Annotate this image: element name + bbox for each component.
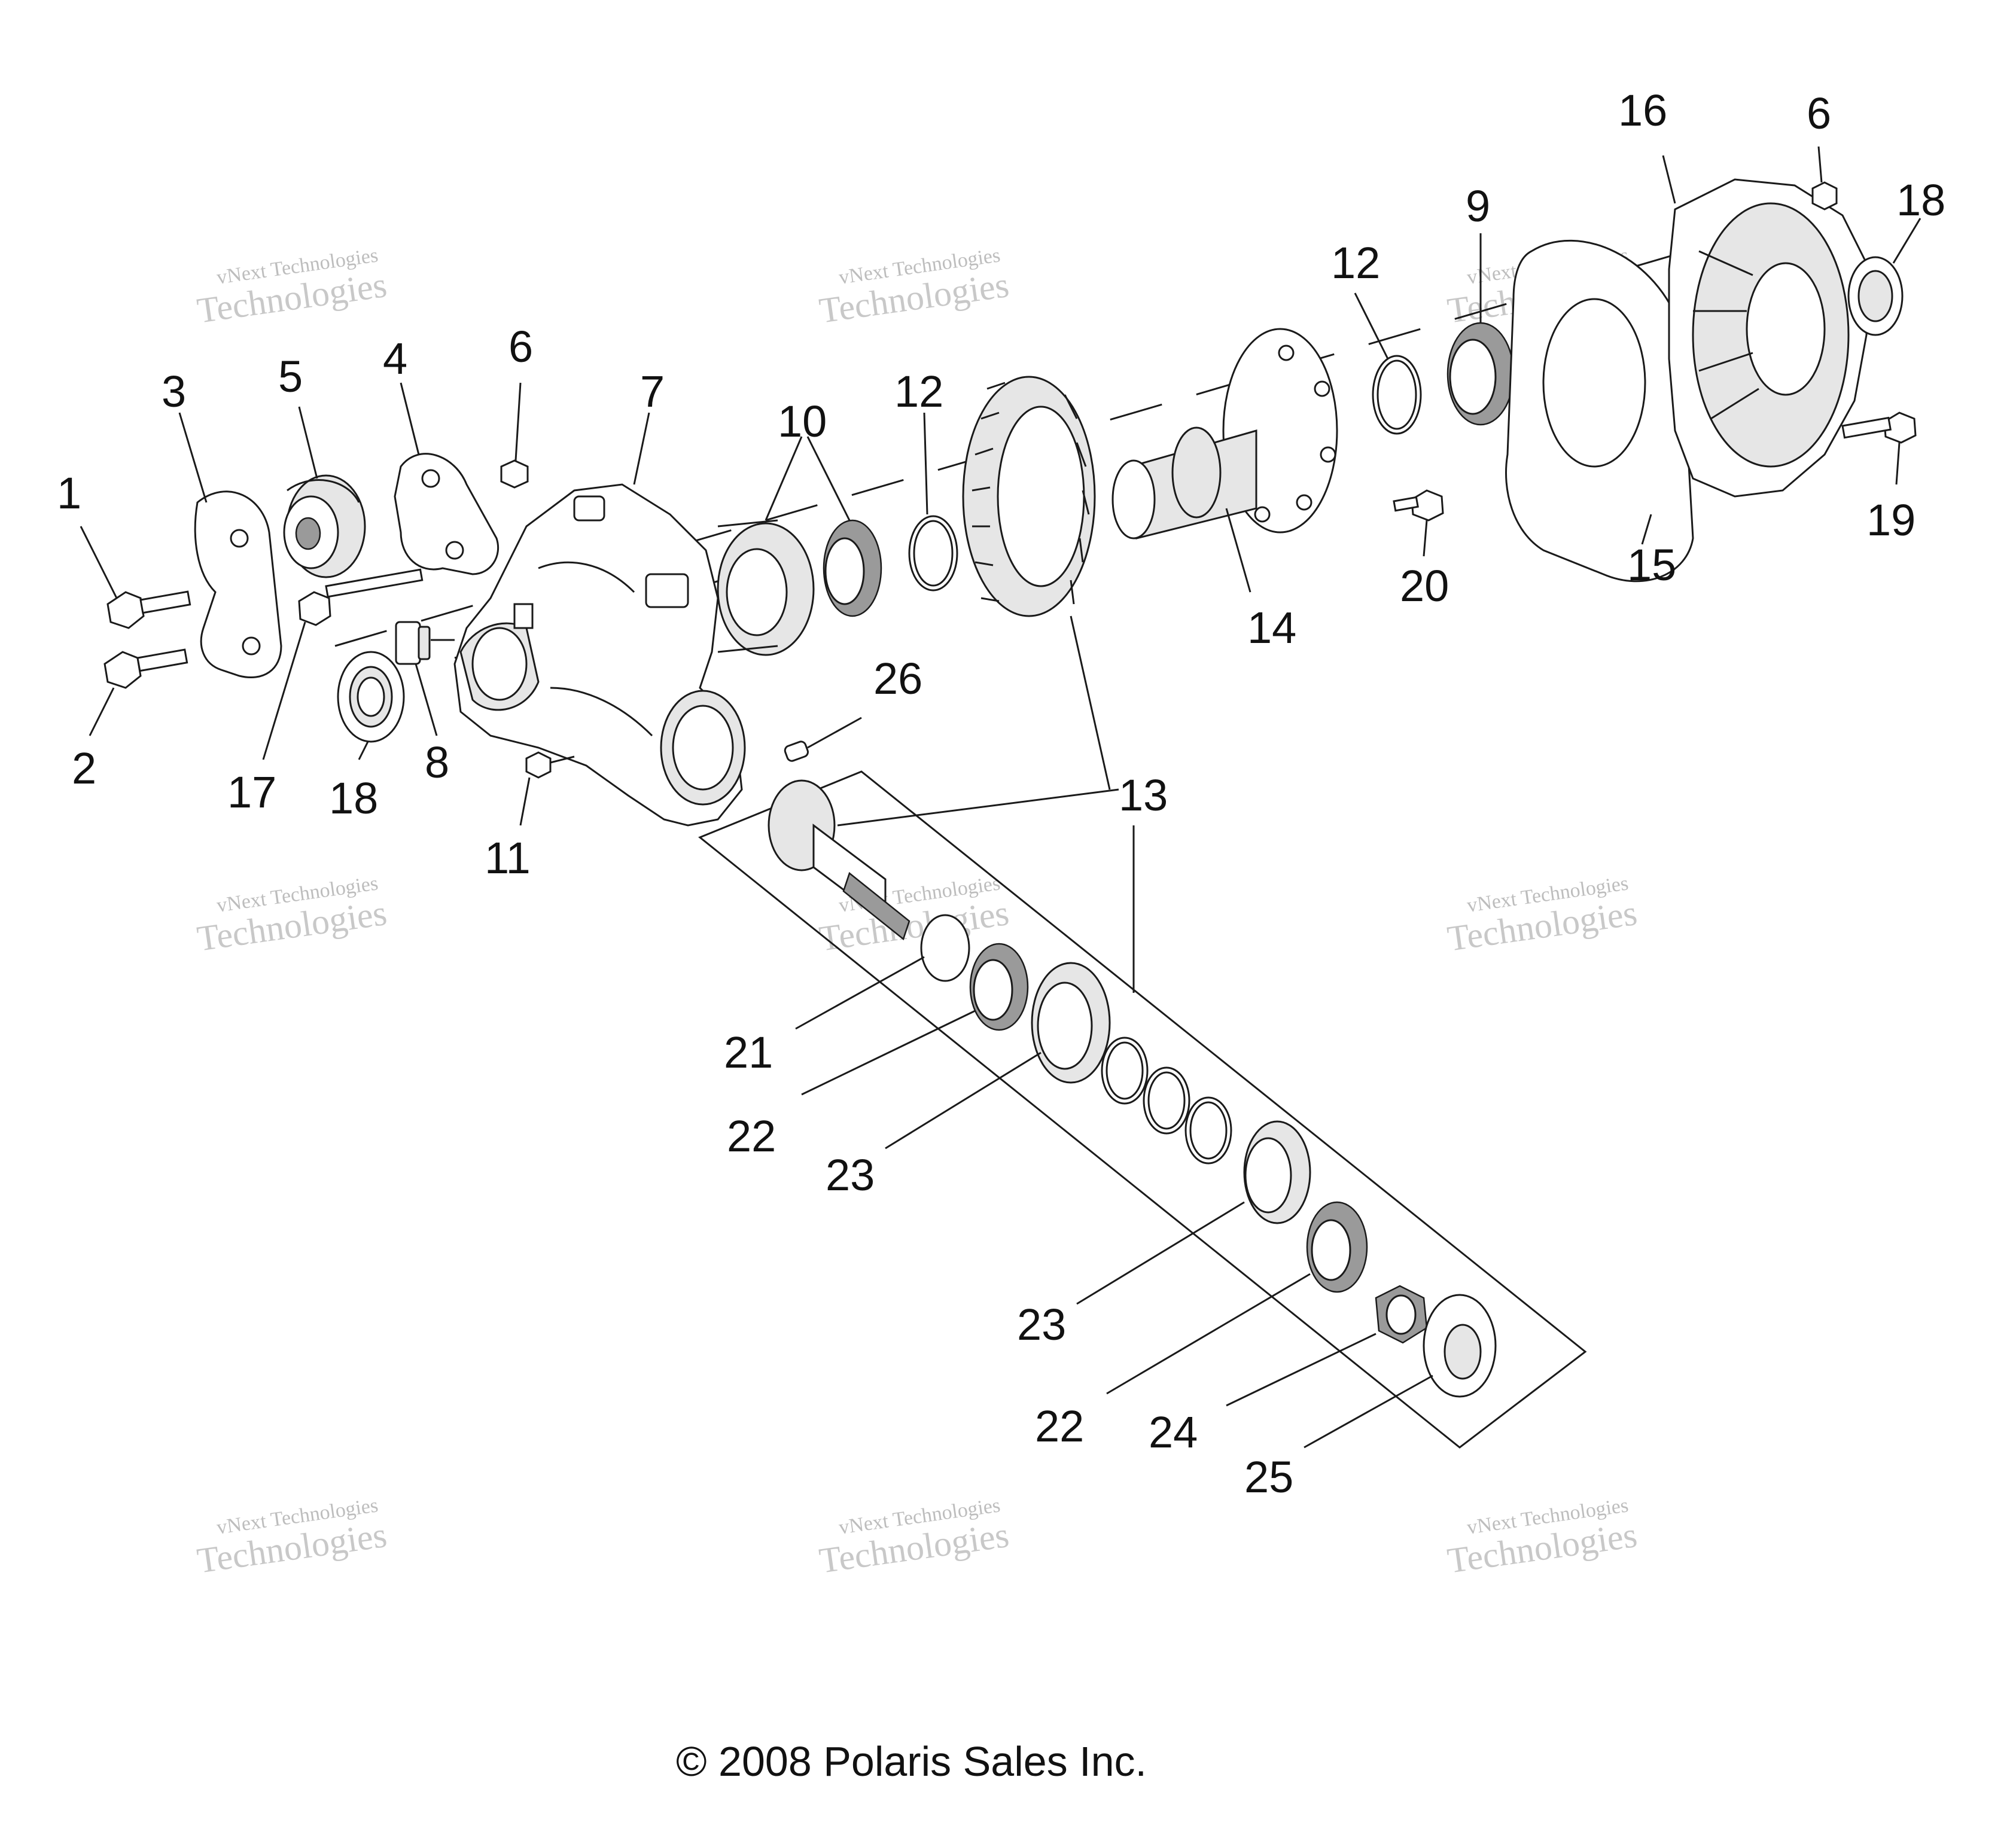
label-1: 1 [57,468,81,518]
part-6-nut-right [1811,146,1838,211]
pinion-shim-rings [1101,1037,1232,1165]
label-21: 21 [724,1028,773,1077]
part-18-seal-right [1847,218,1921,336]
part-18-seal-left [337,651,405,760]
part-23-cup-lower [1076,1120,1311,1305]
label-22-upper: 22 [727,1111,776,1161]
part-5-mount [283,406,366,578]
label-20: 20 [1400,561,1449,611]
part-10-bearing [717,436,882,656]
part-20-bolt [1393,489,1444,557]
part-13-ring-gear [962,376,1111,790]
part-4-bracket [394,382,500,575]
label-18-right: 18 [1896,175,1945,225]
part-15-gasket [1505,239,1694,583]
label-19: 19 [1866,495,1915,545]
part-22-bearing-lower [1106,1201,1368,1395]
watermark-bottom-center: vNext Technologies Technologies [817,1494,1011,1580]
label-10: 10 [778,397,827,446]
label-14: 14 [1247,603,1296,653]
label-22-lower: 22 [1035,1401,1084,1451]
part-1-bolt [80,526,191,629]
watermark-mid-right: vNext Technologies Technologies [1445,872,1639,958]
part-12-shim-left [908,412,958,592]
part-21-washer [795,914,970,1030]
watermark-top-center: vNext Technologies Technologies [817,244,1011,330]
label-9: 9 [1466,181,1490,231]
part-3-bracket [178,412,282,679]
label-12-right: 12 [1331,238,1380,288]
label-13: 13 [1119,770,1168,820]
part-9-bearing [1446,233,1515,426]
label-23-lower: 23 [1017,1300,1066,1349]
copyright-notice: © 2008 Polaris Sales Inc. [676,1738,1147,1785]
part-22-bearing-upper [801,943,1029,1096]
label-2: 2 [72,743,96,793]
watermark-bottom-left: vNext Technologies Technologies [194,1494,389,1580]
label-18-left: 18 [329,773,378,823]
watermark-top-left: vNext Technologies Technologies [194,244,389,330]
part-8-plug [395,621,455,736]
label-4: 4 [383,334,407,383]
part-13-pinion-shaft [768,779,1119,941]
part-19-bolt [1841,412,1917,485]
part-23-cup-upper [885,962,1111,1150]
watermark-bottom-right: vNext Technologies Technologies [1445,1494,1639,1580]
part-2-bolt [89,648,188,736]
label-16: 16 [1618,86,1667,135]
part-26-dowel [784,717,862,762]
label-6-right: 6 [1807,89,1831,138]
part-16-cover [1662,155,1868,498]
label-11: 11 [485,833,531,883]
label-15: 15 [1627,540,1676,590]
label-17: 17 [227,767,276,817]
part-25-flange [1304,1294,1497,1449]
part-7-housing [453,412,746,827]
part-24-nut [1226,1285,1428,1407]
label-23-upper: 23 [826,1150,875,1200]
label-24: 24 [1149,1407,1198,1457]
label-5: 5 [278,352,303,401]
callout-labels: 1 2 3 4 5 6 6 7 8 9 10 11 12 12 13 14 15… [57,86,1945,1502]
label-7: 7 [640,367,665,416]
label-26: 26 [873,654,922,703]
label-3: 3 [162,367,186,416]
part-14-carrier [1111,328,1338,593]
part-11-fitting [519,751,575,826]
watermark-mid-left: vNext Technologies Technologies [194,872,389,958]
label-8: 8 [425,737,449,787]
label-6-left: 6 [508,322,533,371]
label-25: 25 [1244,1452,1293,1502]
part-6-nut-left [500,382,529,489]
label-12-left: 12 [894,367,943,416]
part-17-stud-nut [262,568,424,760]
part-12-shim-right [1354,292,1422,435]
